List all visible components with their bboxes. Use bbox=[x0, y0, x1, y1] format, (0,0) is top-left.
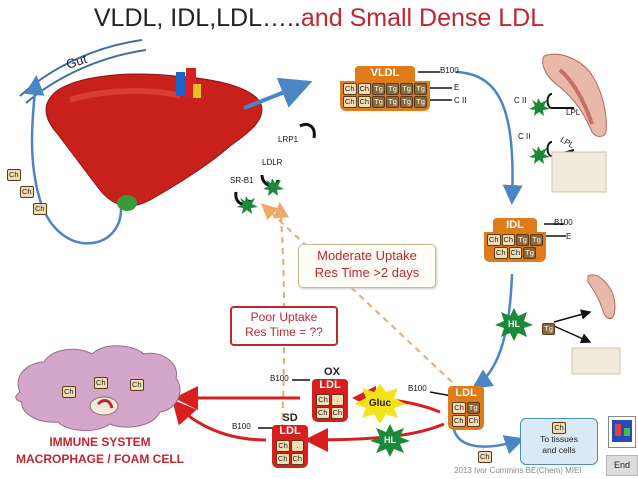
ldlr-burst-icon bbox=[263, 178, 284, 196]
tissues-box: Ch To tissues and cells bbox=[520, 418, 598, 465]
srb1-burst-icon bbox=[237, 196, 258, 214]
srb1-label: SR-B1 bbox=[230, 176, 254, 185]
sd-apo-b100: B100 bbox=[232, 422, 251, 431]
cii-burst-icon-2 bbox=[529, 146, 550, 164]
tg-free-chip: Tg bbox=[542, 318, 555, 336]
gluc-label: Gluc bbox=[368, 398, 392, 409]
hl-label-2: HL bbox=[384, 435, 396, 445]
sdldl-to-immune-arrow bbox=[172, 399, 267, 442]
poor-line-2: Res Time = ?? bbox=[245, 325, 323, 339]
muscle-icon-2 bbox=[587, 274, 616, 319]
immune-label-2: MACROPHAGE / FOAM CELL bbox=[16, 452, 184, 466]
fat-tissue-icon-1 bbox=[551, 151, 607, 193]
hl-burst-icon-1 bbox=[495, 308, 533, 341]
lrp1-receptor-icon bbox=[299, 123, 316, 139]
idl-apo-b100: B100 bbox=[554, 218, 573, 227]
idl-to-ldl-arrow bbox=[471, 273, 514, 389]
tissues-line-2: and cells bbox=[542, 445, 576, 455]
ldl-to-liver-dashed-arrow bbox=[261, 203, 453, 383]
title-part-1: VLDL, IDL,LDL….. bbox=[93, 4, 301, 32]
ldl-label: LDL bbox=[448, 386, 484, 400]
ox-ldl-label: LDL bbox=[312, 379, 348, 392]
ldl-to-sdldl-arrow bbox=[304, 422, 445, 452]
vldl-apo-e: E bbox=[454, 83, 460, 92]
ox-label: OX bbox=[324, 366, 340, 378]
cii-label-2: C II bbox=[518, 132, 531, 141]
ldl-apo-b100: B100 bbox=[408, 384, 427, 393]
vldl-to-idl-arrow bbox=[455, 70, 523, 205]
hl-label-1: HL bbox=[508, 319, 520, 329]
foam-cell-nucleus-icon bbox=[89, 396, 119, 416]
poor-uptake-box: Poor Uptake Res Time = ?? bbox=[230, 306, 338, 346]
ldl-to-tissues-arrow bbox=[452, 429, 525, 455]
moderate-line-1: Moderate Uptake bbox=[317, 248, 417, 263]
slide-thumbnail-icon[interactable] bbox=[608, 416, 636, 448]
vldl-apo-cii: C II bbox=[454, 96, 467, 105]
gut-to-liver-arrow bbox=[24, 75, 123, 245]
immune-label-1: IMMUNE SYSTEM bbox=[49, 435, 151, 449]
sd-ldl-label: LDL bbox=[272, 425, 308, 438]
immune-ch-2: Ch bbox=[94, 377, 108, 389]
liver-to-vldl-arrow bbox=[243, 77, 313, 110]
lrp1-label: LRP1 bbox=[278, 135, 299, 144]
ch-out-chip: Ch bbox=[478, 451, 492, 463]
vldl-apo-b100: B100 bbox=[440, 66, 459, 75]
poor-line-1: Poor Uptake bbox=[250, 310, 318, 324]
liver-icon bbox=[45, 68, 263, 211]
lpl-label-1: LPL bbox=[566, 108, 581, 117]
end-button[interactable]: End bbox=[606, 455, 638, 476]
moderate-uptake-box: Moderate Uptake Res Time >2 days bbox=[298, 244, 436, 288]
ox-apo-b100: B100 bbox=[270, 374, 289, 383]
idl-apo-e: E bbox=[566, 232, 572, 241]
page-title: VLDL, IDL,LDL…..and Small Dense LDL bbox=[0, 4, 638, 33]
liver-ch-2: Ch bbox=[20, 186, 34, 198]
lpl-receptor-icon-1 bbox=[546, 93, 574, 109]
idl-label: IDL bbox=[493, 218, 537, 232]
fat-tissue-icon-2 bbox=[571, 347, 621, 375]
tissues-line-1: To tissues bbox=[540, 434, 578, 444]
immune-label: IMMUNE SYSTEM MACROPHAGE / FOAM CELL bbox=[0, 434, 200, 468]
copyright-text: 2013 Ivor Cummins BE(Chem) MIEI bbox=[454, 466, 582, 475]
cii-burst-icon-1 bbox=[529, 98, 550, 116]
title-part-2: and Small Dense LDL bbox=[300, 4, 545, 32]
immune-ch-3: Ch bbox=[130, 379, 144, 391]
moderate-line-2: Res Time >2 days bbox=[314, 265, 420, 280]
liver-ch-1: Ch bbox=[7, 169, 21, 181]
muscle-icon bbox=[542, 53, 607, 137]
cii-label-1: C II bbox=[514, 96, 527, 105]
gluc-burst-icon bbox=[354, 384, 406, 424]
tissues-ch-chip: Ch bbox=[552, 422, 566, 434]
sd-label: SD bbox=[282, 412, 298, 424]
hl-burst-icon-2 bbox=[370, 424, 410, 457]
liver-ch-3: Ch bbox=[33, 203, 47, 215]
sdldl-to-liver-dashed-arrow bbox=[273, 202, 290, 431]
vldl-label: VLDL bbox=[355, 66, 415, 81]
immune-ch-1: Ch bbox=[62, 386, 76, 398]
ldlr-label: LDLR bbox=[262, 158, 283, 167]
